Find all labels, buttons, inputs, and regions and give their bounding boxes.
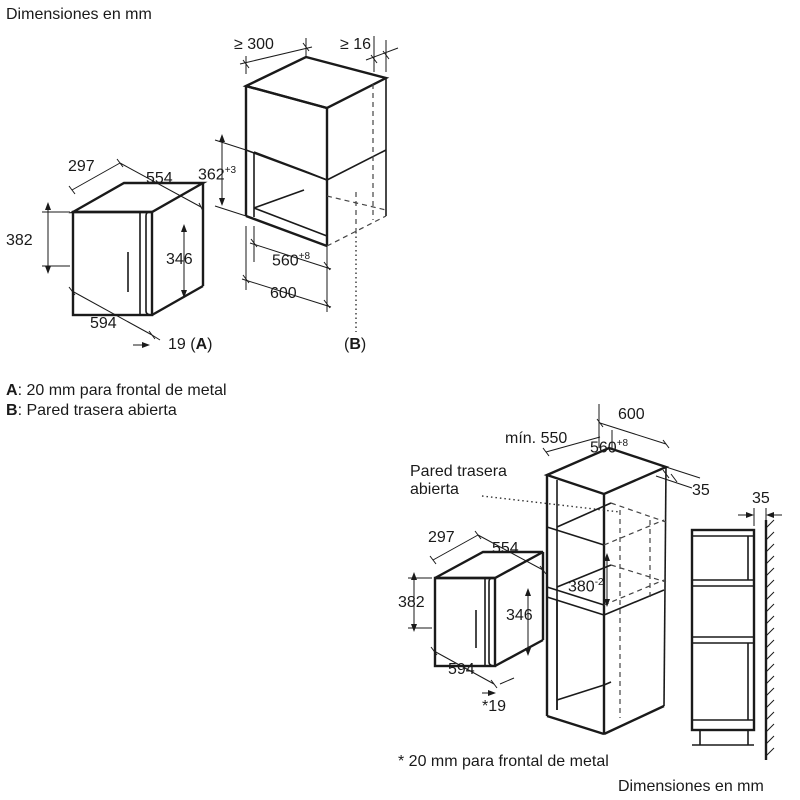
top-appliance-depth-label: 297 [68,158,95,175]
top-cabinet-depth-min-label: ≥ 300 [234,36,274,53]
niche-width-value: 560 [272,252,299,270]
bottom-appliance-dimensions [408,530,547,696]
bottom-appliance-depth-label: 297 [428,529,455,546]
tall-niche-height-value: 380 [568,578,595,596]
top-cabinet-niche-height-label: 362+3 [198,162,236,184]
tall-cabinet-dimensions [542,404,701,607]
front-overhang-value: 19 [168,336,186,353]
top-appliance-front-overhang: 19 (A) [168,336,213,353]
tall-cabinet-drawing [481,446,670,736]
top-appliance-drawing [68,181,208,317]
rear-wall-ref: B [349,336,361,353]
bottom-appliance-inner-height-label: 346 [506,607,533,624]
top-cabinet-dimensions [214,36,399,312]
top-units-title: Dimensiones en mm [6,6,152,23]
niche-height-value: 362 [198,166,225,184]
footnote: * 20 mm para frontal de metal [398,753,609,770]
top-cabinet-width-label: 600 [270,285,297,302]
tall-niche-width-value: 560 [590,439,617,457]
tall-cabinet-min-depth-label: mín. 550 [505,430,568,447]
side-view-gap-label: 35 [752,490,770,507]
legend-text-a: : 20 mm para frontal de metal [17,382,227,399]
legend-item-a: A: 20 mm para frontal de metal [6,382,227,400]
legend-item-b: B: Pared trasera abierta [6,402,177,420]
bottom-appliance-width-label: 554 [492,540,519,557]
open-back-label-line2: abierta [410,481,459,498]
legend-key-a: A [6,382,18,399]
top-cabinet-niche-width-label: 560+8 [272,248,310,270]
front-overhang-ref: A [195,336,208,353]
tall-cabinet-niche-height-label: 380-2 [568,574,604,596]
top-cabinet-drawing [242,55,390,332]
top-appliance-inner-height-label: 346 [166,251,193,268]
side-view-dimensions [738,508,782,526]
open-back-label-line1: Pared trasera [410,463,507,480]
tall-niche-height-tolerance: -2 [594,577,604,588]
tall-niche-width-tolerance: +8 [616,438,629,449]
top-appliance-front-width-label: 594 [90,315,117,332]
top-appliance-dimensions [42,158,204,348]
top-cabinet-side-gap-label: ≥ 16 [340,36,372,53]
tall-cabinet-width-label: 600 [618,406,645,423]
legend-key-b: B [6,402,18,419]
bottom-units-title: Dimensiones en mm [618,778,764,795]
side-view-drawing [690,519,775,760]
niche-width-tolerance: +8 [298,251,311,262]
tall-cabinet-niche-width-label: 560+8 [590,435,628,457]
legend-text-b: : Pared trasera abierta [17,402,177,419]
bottom-appliance-drawing [433,550,545,668]
tall-cabinet-side-gap-label: 35 [692,482,710,499]
bottom-appliance-front-overhang-label: *19 [482,698,507,715]
niche-height-tolerance: +3 [224,165,237,176]
bottom-appliance-height-label: 382 [398,594,425,611]
bottom-appliance-front-width-label: 594 [448,661,475,678]
top-appliance-width-label: 554 [146,170,173,187]
top-appliance-height-label: 382 [6,232,33,249]
top-cabinet-rear-wall-ref: (B) [344,336,367,353]
